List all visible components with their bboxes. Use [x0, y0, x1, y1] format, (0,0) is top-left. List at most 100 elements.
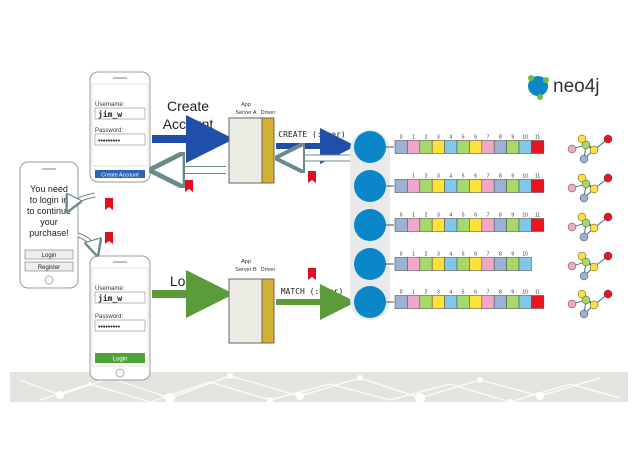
- login-button[interactable]: [95, 353, 145, 363]
- partition-cell: [481, 295, 495, 309]
- create-action-line-2: Account: [163, 116, 214, 132]
- phone-signup: Username: jim_w Password: ••••••••• Crea…: [89, 71, 151, 183]
- bookmark-icon: [308, 268, 316, 280]
- partition-index-label: 0: [400, 252, 403, 258]
- partition-cell: [518, 295, 532, 309]
- prompt-line-4: your: [40, 217, 58, 227]
- partition-index-label: 8: [499, 252, 502, 258]
- graph-icon: [567, 173, 613, 203]
- cluster-node: [354, 209, 386, 241]
- partition-index-label: 7: [487, 174, 490, 180]
- partition-cell: [394, 218, 408, 232]
- partition-cell: [444, 140, 458, 154]
- partition-cell: [493, 295, 507, 309]
- prompt-line-5: purchase!: [29, 228, 69, 238]
- partition-cell: [456, 179, 470, 193]
- partition-cell: [419, 179, 433, 193]
- partition-cell: [431, 257, 445, 271]
- match-query-label: MATCH (:User): [281, 287, 344, 296]
- partition-cell: [481, 218, 495, 232]
- partition-index-label: 5: [462, 290, 465, 296]
- partition-index-label: 7: [487, 213, 490, 219]
- partition-index-label: 1: [412, 135, 415, 141]
- partition-cell: [444, 295, 458, 309]
- partition-cell: [456, 218, 470, 232]
- partition-cell: [518, 179, 532, 193]
- partition-index-label: 10: [522, 252, 528, 258]
- partition-index-label: 6: [474, 290, 477, 296]
- partition-index-label: 9: [511, 174, 514, 180]
- partition-index-label: 6: [474, 213, 477, 219]
- partition-index-label: 4: [449, 252, 452, 258]
- signup-username-value: jim_w: [98, 109, 122, 119]
- create-account-button-label: Create Account: [101, 173, 139, 179]
- partition-cell: [444, 257, 458, 271]
- partition-cell: [506, 218, 520, 232]
- partition-cell: [469, 218, 483, 232]
- partition-cell: [531, 218, 545, 232]
- cluster-node: [354, 170, 386, 202]
- partition-cell: [481, 140, 495, 154]
- partition-index-label: 9: [511, 252, 514, 258]
- partition-index-label: 2: [425, 135, 428, 141]
- partition-index-label: 3: [437, 174, 440, 180]
- create-account-button[interactable]: [95, 170, 145, 178]
- partition-index-label: 2: [425, 290, 428, 296]
- partition-cell: [444, 218, 458, 232]
- server-a-label-2: Server A: [235, 110, 256, 116]
- partition-cell: [506, 257, 520, 271]
- graph-icon: [567, 212, 613, 242]
- partition-cell: [469, 179, 483, 193]
- partition-cell: [469, 295, 483, 309]
- logo-text: neo4j: [553, 76, 600, 97]
- bookmark-icon: [105, 232, 113, 244]
- signup-password-field[interactable]: [94, 133, 146, 146]
- graph-icons: [567, 134, 613, 319]
- login-password-value: •••••••••: [98, 324, 121, 331]
- login-password-field[interactable]: [94, 319, 146, 332]
- create-query-label: CREATE (:User): [278, 130, 345, 139]
- prompt-register-button[interactable]: [24, 261, 74, 272]
- partition-index-label: 10: [522, 174, 528, 180]
- partition-cell: [469, 140, 483, 154]
- login-password-label: Password:: [95, 314, 123, 320]
- graph-icon: [567, 134, 613, 164]
- partition-cell: [493, 179, 507, 193]
- partition-index-label: 6: [474, 174, 477, 180]
- partition-index-label: 8: [499, 135, 502, 141]
- create-action-line-1: Create: [167, 98, 209, 114]
- signup-username-field[interactable]: [94, 107, 146, 120]
- partition-cell: [531, 179, 545, 193]
- partition-cell: [407, 140, 421, 154]
- partition-index-label: 8: [499, 290, 502, 296]
- partition-index-label: 11: [535, 174, 540, 180]
- partition-index-label: 8: [499, 213, 502, 219]
- login-username-field[interactable]: [94, 291, 146, 304]
- login-button-label: Login: [113, 357, 128, 363]
- partition-index-label: 7: [487, 290, 490, 296]
- driver-b: [261, 278, 275, 344]
- graph-icon: [567, 289, 613, 319]
- bookmark-icon: [308, 171, 316, 183]
- partition-cell: [506, 140, 520, 154]
- partition-cell: [394, 257, 408, 271]
- bookmark-icon: [105, 198, 113, 210]
- partition-cell: [407, 295, 421, 309]
- partition-index-label: 2: [425, 174, 428, 180]
- partition-cell: [407, 257, 421, 271]
- cluster-node: [354, 286, 386, 318]
- partition-index-label: 4: [449, 213, 452, 219]
- partition-index-label: 10: [522, 290, 528, 296]
- graph-icon: [567, 251, 613, 281]
- cluster: [350, 130, 390, 320]
- prompt-login-button[interactable]: [24, 249, 74, 260]
- signup-password-label: Password:: [95, 128, 123, 134]
- partition-cell: [481, 257, 495, 271]
- app-server-a: App Server A Driver: [228, 102, 275, 184]
- partition-index-label: 2: [425, 213, 428, 219]
- partition-cell: [394, 295, 408, 309]
- partition-cell: [493, 218, 507, 232]
